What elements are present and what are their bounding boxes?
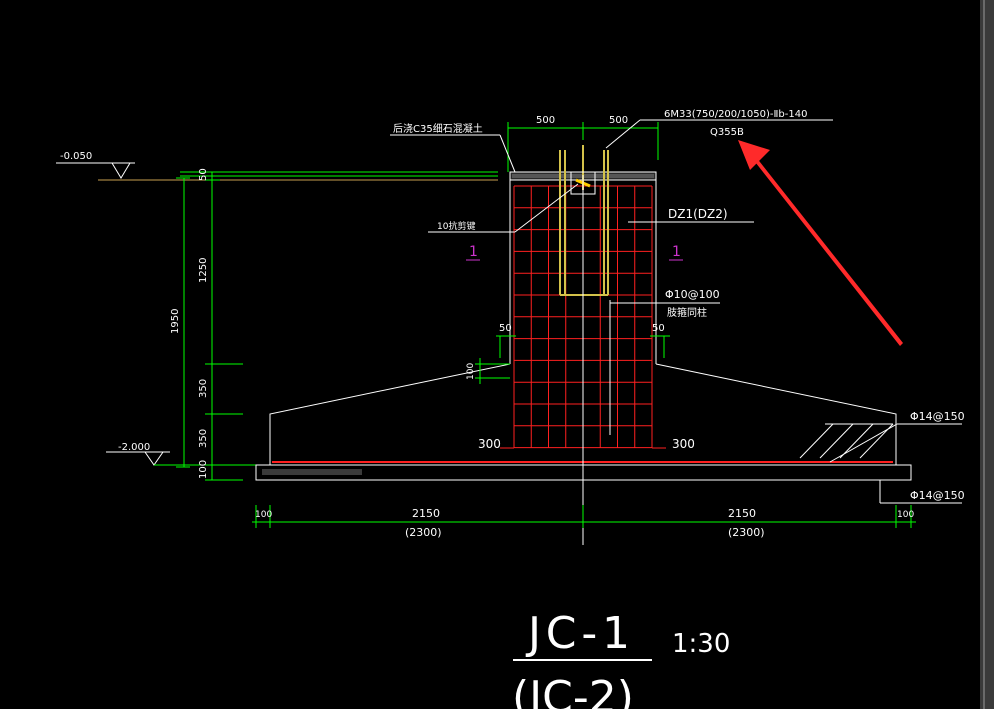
bottom-dimension-chain	[252, 505, 916, 528]
dim-side-right: 50	[652, 323, 665, 334]
level-top-label: -0.050	[60, 151, 92, 162]
dim-bottom-1: 2150	[728, 507, 756, 520]
section-mark-right: 1	[669, 244, 683, 261]
drawing-title: JC-1	[525, 608, 630, 659]
drawing-scale: 1:30	[672, 629, 730, 659]
dim-bottom-alt-1: (2300)	[728, 526, 765, 539]
note-column: DZ1(DZ2)	[668, 207, 728, 221]
level-marker-bottom: -2.000	[106, 442, 170, 466]
dim-300-left: 300	[478, 437, 501, 451]
drawing-subtitle: (JC-2)	[512, 672, 634, 709]
note-weld: 10抗剪键	[437, 220, 475, 232]
anchor-bolts	[559, 145, 609, 296]
left-dimension-chain	[176, 171, 270, 481]
red-arrow-annotation	[738, 140, 903, 346]
svg-text:1: 1	[672, 244, 681, 260]
level-marker-top: -0.050	[56, 151, 135, 179]
note-steel-grade: Q355B	[710, 127, 744, 138]
dim-left-2: 350	[198, 379, 209, 398]
note-rebar-top: Φ14@150	[910, 410, 965, 423]
note-anchor: 6M33(750/200/1050)-Ⅱb-140	[664, 109, 807, 120]
note-stirrup-detail: 肢箍同柱	[667, 306, 707, 319]
note-stirrup: Φ10@100	[665, 288, 720, 301]
note-rebar-bottom: Φ14@150	[910, 489, 965, 502]
level-bottom-label: -2.000	[118, 442, 150, 453]
note-grout: 后浇C35细石混凝土	[393, 122, 483, 135]
side-dims	[475, 335, 670, 384]
grout-texture	[262, 174, 654, 475]
top-dimension	[507, 122, 659, 172]
dim-top-1: 500	[609, 115, 628, 126]
dim-side-left: 50	[499, 323, 512, 334]
dim-left-3: 350	[198, 429, 209, 448]
dim-left-4: 100	[198, 460, 209, 479]
dim-edge-right: 100	[897, 510, 914, 520]
dim-left-total: 1950	[170, 309, 181, 334]
dim-top-0: 500	[536, 115, 555, 126]
dim-bottom-alt-0: (2300)	[405, 526, 442, 539]
hatch-marks	[799, 423, 894, 459]
dim-300-right: 300	[672, 437, 695, 451]
dim-left-1: 1250	[198, 258, 209, 283]
scrollbar-track[interactable]	[980, 0, 994, 709]
leaders	[390, 119, 962, 504]
section-mark-left: 1	[466, 244, 480, 261]
scrollbar-thumb[interactable]	[983, 0, 985, 709]
dim-edge-left: 100	[255, 510, 272, 520]
dim-haunch: 100	[466, 363, 476, 380]
svg-text:1: 1	[469, 244, 478, 260]
dim-bottom-0: 2150	[412, 507, 440, 520]
dim-left-0: 50	[198, 168, 209, 181]
